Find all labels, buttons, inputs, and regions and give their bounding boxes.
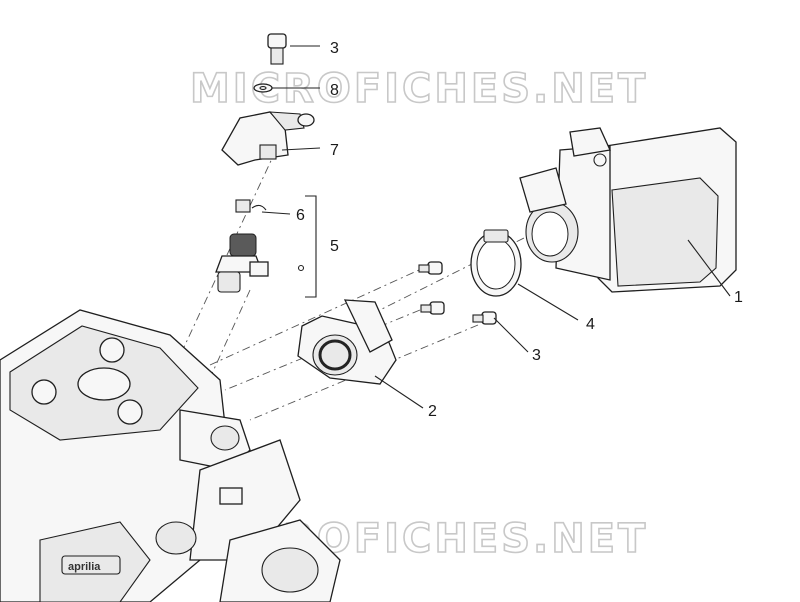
callout-1: 1: [734, 289, 743, 306]
callout-3-middle: 3: [532, 347, 541, 364]
intake-manifold-2: [297, 299, 397, 385]
leader-lines: [261, 45, 731, 409]
callout-4: 4: [586, 316, 595, 333]
engine-block: aprilia: [0, 309, 341, 602]
bolts-middle: [418, 261, 497, 325]
callout-7: 7: [330, 142, 339, 159]
callout-5: 5: [330, 238, 339, 255]
fuel-rail-7: [221, 111, 315, 166]
callout-bracket-5: [305, 195, 317, 298]
callout-8: 8: [330, 82, 339, 99]
callout-2: 2: [428, 403, 437, 420]
engine-brand-logo: aprilia: [68, 561, 101, 573]
hose-clamp-4: [470, 229, 522, 297]
washer-8: [253, 83, 273, 93]
bolt-top: [267, 33, 287, 65]
callout-6: 6: [296, 207, 305, 224]
watermark-top: MICROFICHES.NET: [190, 66, 648, 112]
clip-6: [235, 199, 267, 213]
throttle-body-1: [519, 127, 737, 293]
callout-3-top: 3: [330, 40, 339, 57]
injector-5: [215, 233, 305, 293]
